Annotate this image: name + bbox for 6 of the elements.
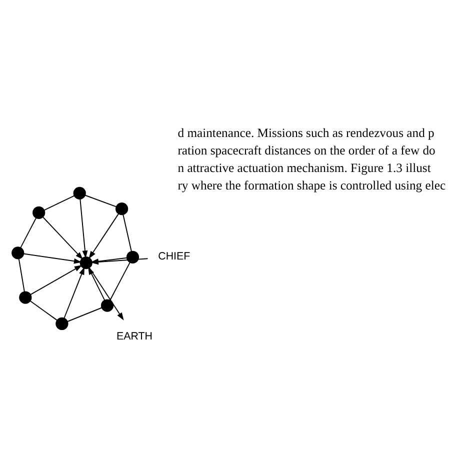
label: ry where the formation shape is controlled using elec xyxy=(178,178,446,192)
node-text: CHIEF xyxy=(158,250,190,262)
node-text: EARTH xyxy=(116,330,152,342)
label: ration spacecraft distances on the order of a few do xyxy=(178,142,436,157)
label: d maintenance. Missions such as rendezvous and p xyxy=(178,125,434,140)
label: n attractive actuation mechanism. Figure 1.3 illust xyxy=(178,160,431,174)
